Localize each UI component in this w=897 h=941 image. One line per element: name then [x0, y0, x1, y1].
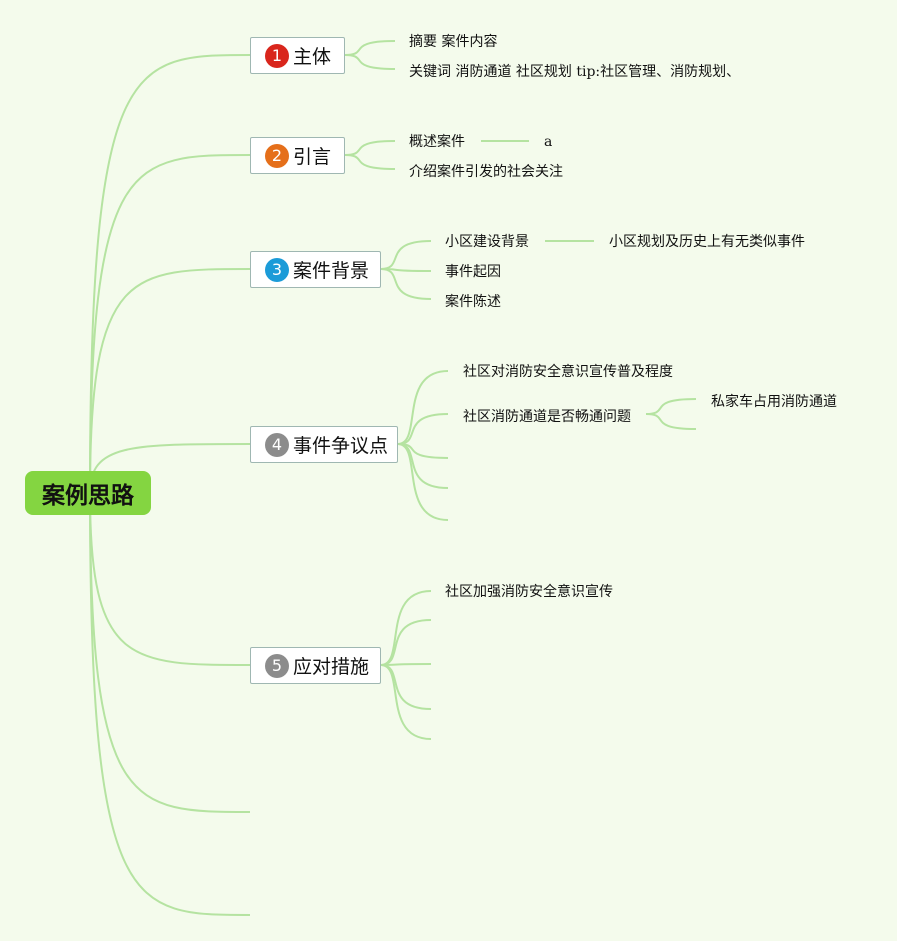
number-badge-icon: 4 [265, 432, 289, 457]
branch-topic-background[interactable]: 3 案件背景 [250, 251, 381, 288]
leaf-line [397, 370, 449, 445]
leaf-construction-background[interactable]: 小区建设背景 [445, 234, 529, 250]
trunk-line-6 [89, 492, 251, 813]
root-topic[interactable]: 案例思路 [25, 471, 151, 515]
leaf-access-issue[interactable]: 社区消防通道是否畅通问题 [463, 409, 631, 425]
leaf-awareness-level[interactable]: 社区对消防安全意识宣传普及程度 [463, 364, 673, 380]
leaf-line [397, 413, 449, 445]
leaf-overview[interactable]: 概述案件 [409, 134, 465, 150]
leaf-private-cars[interactable]: 私家车占用消防通道 [711, 394, 837, 410]
leaf-statement[interactable]: 案件陈述 [445, 294, 501, 310]
leaf-social-attention[interactable]: 介绍案件引发的社会关注 [409, 164, 563, 180]
leaf-line [380, 240, 432, 270]
leaf-line [344, 140, 396, 156]
branch-topic-response[interactable]: 5 应对措施 [250, 647, 381, 684]
leaf-line [380, 268, 432, 300]
leaf-line [397, 443, 449, 521]
leaf-line [380, 619, 432, 666]
sub-line [645, 413, 697, 430]
leaf-line [397, 443, 449, 489]
trunk-line-3 [89, 268, 251, 494]
branch-topic-main[interactable]: 1 主体 [250, 37, 345, 74]
leaf-line [344, 154, 396, 170]
trunk-line-5 [89, 492, 251, 666]
number-badge-icon: 3 [265, 257, 289, 282]
leaf-cause[interactable]: 事件起因 [445, 264, 501, 280]
leaf-publicity[interactable]: 社区加强消防安全意识宣传 [445, 584, 613, 600]
number-badge-icon: 2 [265, 143, 289, 168]
leaf-keywords[interactable]: 关键词 消防通道 社区规划 tip:社区管理、消防规划、 [409, 64, 741, 80]
leaf-planning-history[interactable]: 小区规划及历史上有无类似事件 [609, 234, 805, 250]
leaf-line [380, 664, 432, 710]
sub-line [645, 398, 697, 415]
branch-label: 引言 [293, 146, 332, 168]
leaf-line [380, 663, 432, 666]
branch-label: 案件背景 [293, 260, 370, 282]
branch-label: 主体 [293, 46, 332, 68]
leaf-overview-sub[interactable]: a [544, 134, 553, 150]
trunk-line-7 [89, 492, 251, 916]
leaf-line [380, 590, 432, 666]
branch-topic-intro[interactable]: 2 引言 [250, 137, 345, 174]
branch-topic-dispute[interactable]: 4 事件争议点 [250, 426, 398, 463]
trunk-line-2 [89, 154, 251, 494]
leaf-line [344, 40, 396, 56]
leaf-abstract[interactable]: 摘要 案件内容 [409, 34, 498, 50]
number-badge-icon: 1 [265, 43, 289, 68]
leaf-line [380, 664, 432, 740]
branch-label: 应对措施 [293, 656, 370, 678]
number-badge-icon: 5 [265, 653, 289, 678]
branch-label: 事件争议点 [293, 435, 389, 457]
trunk-line-1 [89, 54, 251, 494]
leaf-line [344, 54, 396, 70]
